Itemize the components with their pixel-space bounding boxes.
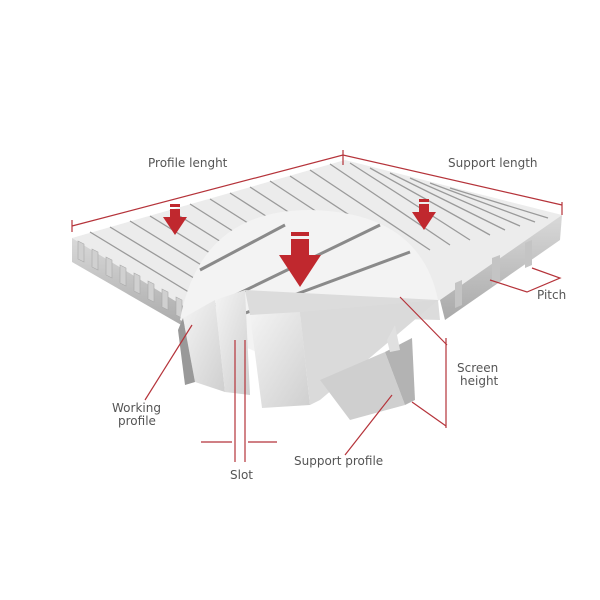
label-profile-length: Profile lenght [148, 156, 228, 170]
label-pitch: Pitch [537, 288, 566, 302]
left-profile-ridges [77, 240, 183, 319]
arrow-down-icon [412, 199, 436, 230]
label-slot: Slot [230, 468, 253, 482]
label-working-profile-line1: Working [112, 401, 161, 415]
support-profile-block [320, 352, 405, 420]
magnified-section [178, 210, 440, 420]
label-support-length: Support length [448, 156, 538, 170]
load-arrows [163, 199, 436, 287]
label-working-profile-line2: profile [118, 414, 156, 428]
label-screen-height-line2: height [460, 374, 499, 388]
label-support-profile: Support profile [294, 454, 383, 468]
dimension-lines [71, 150, 563, 462]
arrow-down-icon [163, 204, 187, 235]
support-bars [455, 240, 532, 308]
arrow-down-icon [279, 232, 321, 287]
label-screen-height-line1: Screen [457, 361, 498, 375]
